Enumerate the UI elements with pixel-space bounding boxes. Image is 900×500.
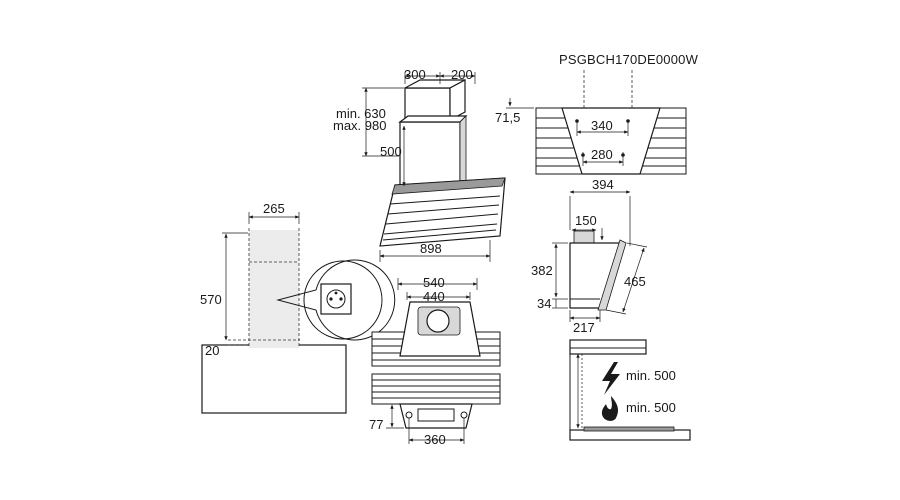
hood-front-views: 540 440 77 360 xyxy=(369,275,501,447)
hood-side-view: 394 150 25 382 34 217 465 xyxy=(531,177,648,335)
hood-width-label: 898 xyxy=(420,241,442,256)
model-code-label: PSGBCH170DE0000W xyxy=(559,52,699,67)
inner-height-label: 500 xyxy=(380,144,402,159)
wall-installation-view: 265 570 20 xyxy=(200,201,396,414)
outer-width-label: 540 xyxy=(423,275,445,290)
chimney-width-label: 200 xyxy=(451,67,473,82)
height-min-label: min. 630 xyxy=(336,106,386,121)
chimney-depth-label: 300 xyxy=(404,67,426,82)
gas-flame-icon xyxy=(601,396,619,421)
chimney-width-label: 265 xyxy=(263,201,285,216)
lower-spacing-label: 280 xyxy=(591,147,613,162)
duct-width-label: 150 xyxy=(575,213,597,228)
upper-spacing-label: 340 xyxy=(591,118,613,133)
hood-perspective-view: 300 200 min. 630 max. 980 500 898 xyxy=(333,67,506,262)
cooktop-clearance-view: min. 500 min. 500 xyxy=(569,339,691,441)
side-height-label: 382 xyxy=(531,263,553,278)
total-depth-label: 394 xyxy=(592,177,614,192)
base-height-label: 34 xyxy=(537,296,551,311)
base-depth-label: 217 xyxy=(573,320,595,335)
height-max-label: max. 980 xyxy=(333,118,386,133)
top-offset-label: 71,5 xyxy=(495,110,520,125)
bottom-height-label: 77 xyxy=(369,417,383,432)
panel-length-label: 465 xyxy=(624,274,646,289)
gap-label: 20 xyxy=(205,343,219,358)
electric-bolt-icon xyxy=(602,362,620,395)
electric-clearance-label: min. 500 xyxy=(626,368,676,383)
inner-width-label: 440 xyxy=(423,289,445,304)
bottom-width-label: 360 xyxy=(424,432,446,447)
hood-top-view: PSGBCH170DE0000W 71,5 340 280 xyxy=(495,52,699,175)
chimney-height-label: 570 xyxy=(200,292,222,307)
gas-clearance-label: min. 500 xyxy=(626,400,676,415)
